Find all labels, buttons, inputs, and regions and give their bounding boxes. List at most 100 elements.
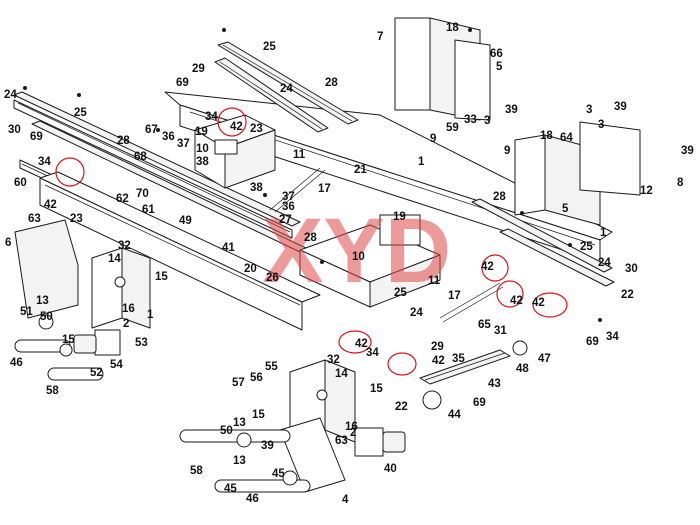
callout-label: 19 [195,126,208,138]
pulleys [38,314,528,486]
callout-label: 69 [30,131,43,143]
callout-label: 19 [393,211,406,223]
callout-label: 30 [8,124,21,136]
callout-label: 10 [196,143,209,155]
callout-label: 17 [318,183,331,195]
callout-label: 5 [496,61,503,73]
callout-label: 14 [335,368,348,380]
callout-label: 58 [190,465,203,477]
callout-label: 66 [490,48,503,60]
motor-40 [354,427,406,457]
callout-label: 60 [14,177,27,189]
drive-box-bottom [279,359,356,493]
callout-label: 51 [20,306,33,318]
top-rail-24 [214,57,329,133]
callout-label: 39 [614,101,627,113]
callout-label: 25 [74,107,87,119]
callout-label: 29 [192,63,205,75]
highlight-circles [55,107,568,376]
callout-label: 23 [70,213,83,225]
callout-label: 24 [4,89,17,101]
callout-label: 38 [196,156,209,168]
callout-label: 34 [606,331,619,343]
callout-label: 42 [532,297,545,309]
callout-label: 52 [90,367,103,379]
callout-label: 49 [179,215,192,227]
callout-label: 50 [40,311,53,323]
callout-label: 28 [117,135,130,147]
callout-label: 63 [335,435,348,447]
callout-label: 15 [252,409,265,421]
callout-label: 64 [560,132,573,144]
callout-label: 65 [478,319,491,331]
callout-label: 62 [116,193,129,205]
callout-label: 12 [640,185,653,197]
callout-label: 2 [123,318,129,330]
left-long-rail [13,91,301,239]
callout-label: 67 [145,124,158,136]
screw-17-top [269,167,326,213]
callout-label: 61 [142,204,155,216]
callout-label: 22 [395,401,408,413]
callout-label: 27 [279,214,292,226]
motor-54 [73,329,121,356]
callout-label: 10 [352,251,365,263]
callout-label: 22 [621,289,634,301]
callout-label: 2 [350,427,356,439]
callout-label: 40 [384,463,397,475]
callout-label: 13 [36,295,49,307]
callout-label: 46 [10,357,23,369]
callout-label: 8 [677,177,684,189]
callout-label: 30 [625,263,638,275]
callout-label: 46 [246,493,259,505]
callout-label: 15 [155,271,168,283]
callout-label: 37 [282,191,295,203]
callout-label: 45 [224,483,237,495]
callout-label: 41 [222,242,235,254]
callout-label: 38 [250,182,263,194]
callout-label: 25 [263,41,276,53]
callout-label: 1 [147,309,154,321]
callout-label: 23 [250,123,263,135]
callout-label: 14 [108,253,121,265]
callout-label: 16 [345,421,358,433]
callout-label: 42 [481,261,494,273]
callout-label: 3 [484,115,490,127]
callout-label: 35 [452,353,465,365]
callout-label: 21 [354,164,367,176]
callout-label: 15 [62,334,75,346]
callout-label: 33 [464,114,477,126]
callout-label: 11 [428,275,441,287]
callout-label: 28 [304,232,317,244]
callout-label: 70 [136,188,149,200]
callout-label: 47 [538,353,551,365]
callout-label: 13 [233,417,246,429]
callout-label: 44 [448,409,461,421]
callout-label: 25 [580,241,593,253]
callout-label: 25 [394,287,407,299]
callout-label: 39 [505,104,518,116]
callout-label: 58 [46,385,59,397]
callout-label: 3 [598,119,604,131]
front-main-frame [39,171,321,331]
callout-label: 69 [176,77,189,89]
callout-label: 9 [504,145,510,157]
callout-label: 28 [325,77,338,89]
drive-box-left [91,247,151,329]
screw-17-right [439,282,504,323]
callout-label: 36 [162,131,175,143]
callout-label: 45 [272,468,285,480]
callout-label: 16 [122,303,135,315]
callout-label: 24 [410,307,423,319]
callout-label: 28 [493,191,506,203]
callout-label: 26 [266,272,279,284]
callout-label: 57 [232,377,245,389]
rail-28-right [471,198,613,273]
callout-label: 42 [44,199,57,211]
callout-label: 32 [118,240,131,252]
callout-label: 20 [244,263,257,275]
callout-label: 9 [430,133,436,145]
callout-label: 1 [418,156,425,168]
callout-label: 6 [5,237,11,249]
callout-label: 5 [562,203,569,215]
